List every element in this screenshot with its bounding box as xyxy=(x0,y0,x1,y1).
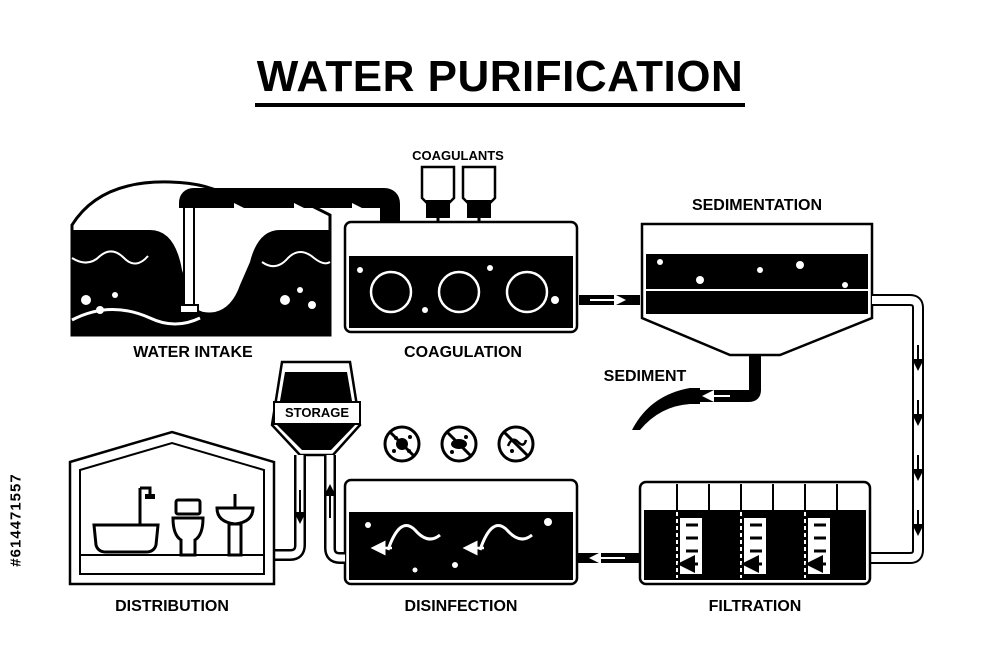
label-sediment: SEDIMENT xyxy=(603,368,687,385)
label-storage: STORAGE xyxy=(284,405,350,420)
label-filtration: FILTRATION xyxy=(708,598,802,615)
distribution-house xyxy=(68,430,276,586)
storage-tower xyxy=(270,360,362,457)
intake-pipe xyxy=(179,188,400,248)
bacteria-prohibited-icon xyxy=(440,425,478,463)
disinfection-tank xyxy=(343,478,579,586)
water-intake-scene xyxy=(70,180,332,337)
sediment-pipe xyxy=(700,356,761,402)
label-water-intake: WATER INTAKE xyxy=(133,344,253,361)
sedimentation-tank xyxy=(640,222,874,357)
stock-id: #614471557 xyxy=(6,420,26,620)
label-distribution: DISTRIBUTION xyxy=(115,598,229,615)
germ-prohibited-icon xyxy=(497,425,535,463)
label-coagulants: COAGULANTS xyxy=(412,148,504,163)
virus-prohibited-icon xyxy=(383,425,421,463)
diagram-title-text: WATER PURIFICATION xyxy=(254,53,746,107)
stock-id-text: #614471557 xyxy=(7,473,25,567)
label-coagulation: COAGULATION xyxy=(404,344,522,361)
coagulation-tank xyxy=(343,220,579,334)
label-disinfection: DISINFECTION xyxy=(404,598,518,615)
pipe-sed-filter xyxy=(870,294,924,564)
diagram-title: WATER PURIFICATION xyxy=(0,52,1000,107)
filtration-tank xyxy=(638,480,872,586)
label-sedimentation: SEDIMENTATION xyxy=(691,197,823,214)
